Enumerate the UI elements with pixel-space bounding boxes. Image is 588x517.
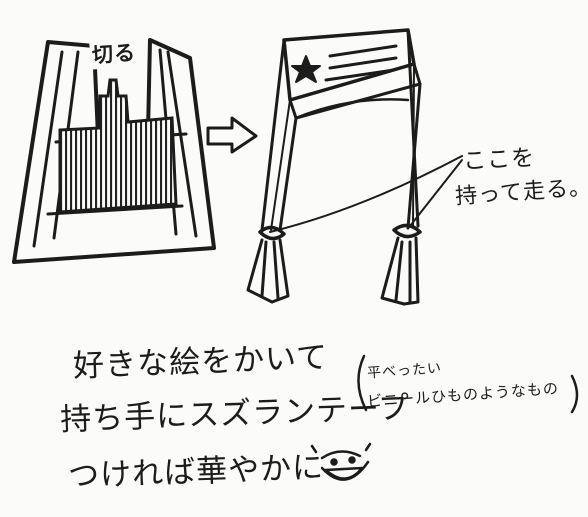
smiley-face-icon <box>310 442 372 481</box>
decorated-bag-after <box>246 28 422 306</box>
instruction-line-3: つければ華やかに <box>67 449 325 495</box>
star-icon <box>291 55 321 83</box>
hold-note-line-1: ここを <box>462 145 536 175</box>
right-arrow-icon <box>206 116 258 154</box>
pointer-lines <box>269 155 463 233</box>
aside-bracket-open <box>357 354 368 412</box>
instruction-line-1: 好きな絵をかいて <box>72 339 329 385</box>
cut-label: 切る <box>89 36 139 70</box>
aside-bracket-close <box>570 374 579 414</box>
cut-area <box>58 78 178 214</box>
